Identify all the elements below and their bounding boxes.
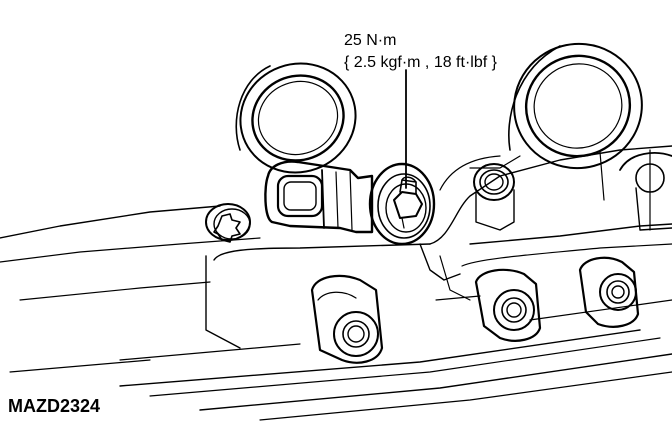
- plug-bolt-left: [206, 204, 250, 242]
- torque-value-nm: 25 N·m: [344, 32, 397, 49]
- torque-value-alternate-units: { 2.5 kgf·m , 18 ft·lbf }: [344, 54, 497, 71]
- threaded-boss-lower-2: [476, 270, 540, 341]
- threaded-boss-right-upper: [474, 164, 514, 230]
- intake-port-left: [225, 47, 371, 188]
- knock-sensor: [265, 162, 434, 244]
- torque-specification: 25 N·m { 2.5 kgf·m , 18 ft·lbf }: [344, 30, 497, 74]
- threaded-boss-lower-1: [312, 276, 382, 363]
- threaded-boss-lower-3: [580, 258, 638, 327]
- threaded-boss-far-right: [620, 153, 672, 230]
- intake-port-right: [500, 30, 656, 183]
- figure-code: MAZD2324: [8, 396, 101, 416]
